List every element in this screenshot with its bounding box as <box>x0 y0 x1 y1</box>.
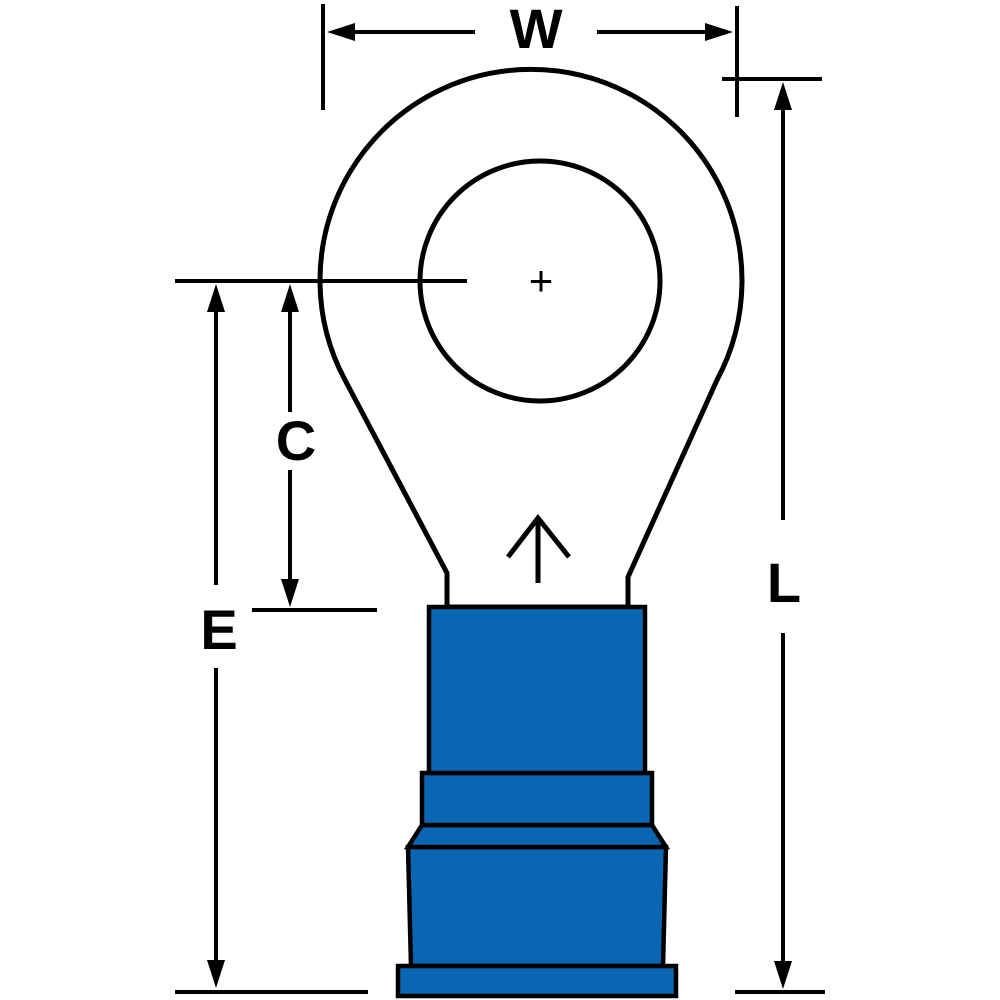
l-arrowhead-up-icon <box>774 82 792 110</box>
e-arrowhead-up-icon <box>207 284 225 312</box>
e-dimension-label: E <box>200 598 237 661</box>
dimension-c: C <box>252 284 377 612</box>
wire-entry-arrow-icon <box>506 513 571 583</box>
dimension-w: W <box>321 0 739 117</box>
insulation-flange <box>395 963 679 999</box>
insulation-crimp-sleeve <box>426 604 648 776</box>
w-dimension-label: W <box>510 0 563 60</box>
wire-entry-arrow-head <box>506 513 571 559</box>
w-arrowhead-left-icon <box>327 23 355 41</box>
dimension-e: E <box>175 284 368 994</box>
e-arrowhead-down-icon <box>207 960 225 988</box>
l-arrowhead-down-icon <box>774 961 792 989</box>
c-arrowhead-down-icon <box>281 579 299 607</box>
insulation-lower-body <box>405 844 669 969</box>
dimension-l: L <box>722 77 825 994</box>
insulation-barrel <box>395 604 679 999</box>
hole-center-mark: + <box>529 257 554 304</box>
insulation-band <box>419 770 655 828</box>
c-dimension-label: C <box>276 409 316 472</box>
terminal-body <box>317 66 745 610</box>
w-arrowhead-right-icon <box>705 23 733 41</box>
c-arrowhead-up-icon <box>281 284 299 312</box>
l-dimension-label: L <box>767 551 801 614</box>
insulation-shoulder <box>403 822 671 850</box>
